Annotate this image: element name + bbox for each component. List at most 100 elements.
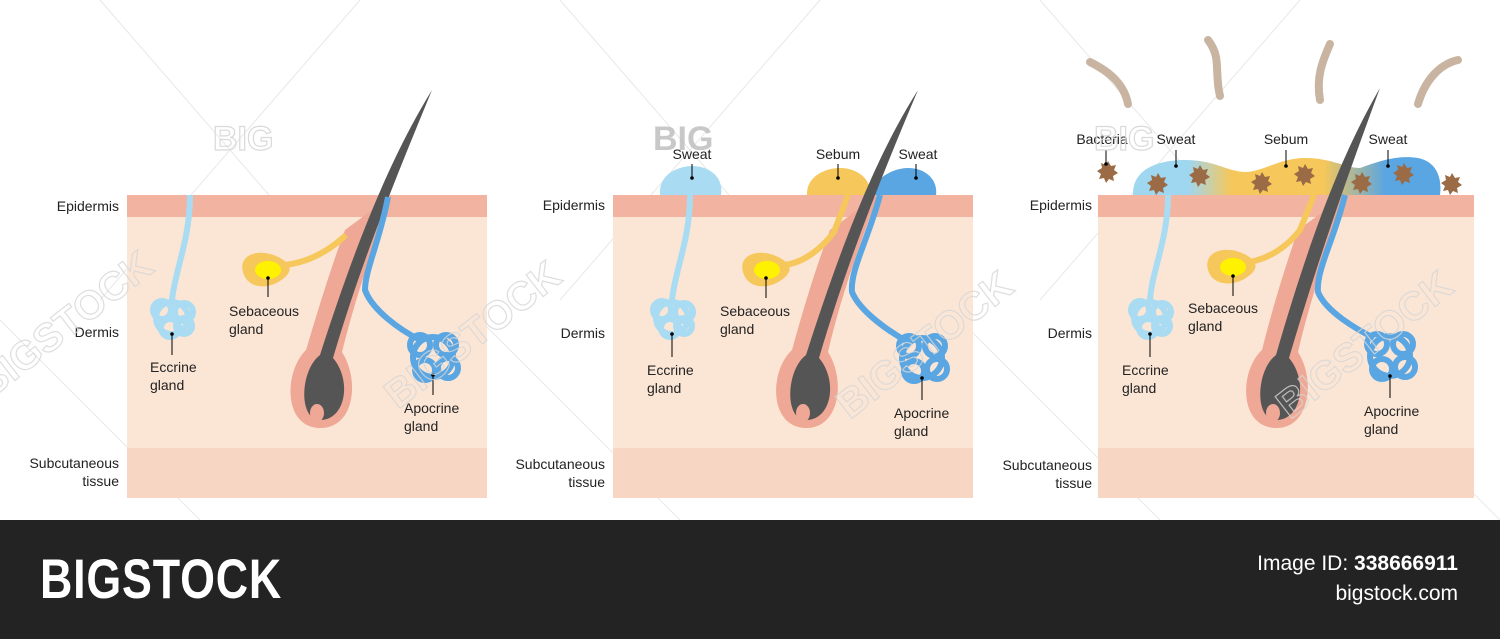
site-link[interactable]: bigstock.com [1335, 582, 1458, 605]
eccrine-duct [1147, 194, 1171, 301]
label-surface-sebum: Sebum [816, 146, 860, 162]
bacterium [1294, 164, 1315, 186]
eccrine-coil [650, 298, 696, 340]
epidermis-layer [1098, 195, 1474, 217]
leader-dot [1388, 374, 1392, 378]
label-apocrine-2: gland [1364, 421, 1398, 437]
apocrine-duct [848, 194, 910, 345]
surface-sweat-apocrine [873, 168, 937, 195]
bacterium [1441, 173, 1462, 195]
watermark-big: BIG [1094, 120, 1154, 158]
eccrine-duct [169, 194, 193, 301]
leader-dot [1284, 164, 1288, 168]
sebaceous-core [255, 261, 281, 279]
leader-dot [920, 376, 924, 380]
eccrine-coil [1128, 298, 1174, 340]
label-eccrine-2: gland [150, 377, 184, 393]
bacterium [1097, 161, 1118, 183]
label-eccrine-2: gland [647, 380, 681, 396]
leader-dot [266, 276, 270, 280]
sebaceous-duct [284, 232, 349, 268]
label-apocrine-2: gland [404, 418, 438, 434]
label-subcutaneous-2: tissue [1055, 475, 1092, 491]
label-subcutaneous-1: Subcutaneous [29, 455, 119, 471]
leader-dot [1386, 164, 1390, 168]
footer-bar: BIGSTOCK Image ID: 338666911 bigstock.co… [0, 520, 1500, 639]
apocrine-duct [1314, 194, 1376, 341]
watermark-big: BIG [213, 120, 273, 158]
eccrine-duct [669, 194, 693, 301]
leader-dot [170, 332, 174, 336]
label-apocrine-1: Apocrine [404, 400, 459, 416]
label-sebaceous-2: gland [1188, 318, 1222, 334]
label-dermis: Dermis [75, 324, 119, 340]
bacterium [1393, 163, 1414, 185]
label-subcutaneous-2: tissue [82, 473, 119, 489]
label-eccrine-1: Eccrine [647, 362, 694, 378]
hair-shaft [304, 90, 432, 420]
label-surface-sweat-1: Sweat [673, 146, 712, 162]
image-id: Image ID: 338666911 [1257, 552, 1458, 576]
sebaceous-core [1220, 258, 1246, 276]
subcutaneous-layer [613, 448, 973, 498]
label-apocrine-1: Apocrine [1364, 403, 1419, 419]
subcutaneous-layer [1098, 448, 1474, 498]
leader-dot [836, 176, 840, 180]
surface-sebum [806, 168, 871, 195]
label-dermis: Dermis [1048, 325, 1092, 341]
sebaceous-duct [784, 193, 851, 268]
label-subcutaneous-2: tissue [568, 474, 605, 490]
skin-diagram: Epidermis Dermis Subcutaneous tissue Seb… [0, 0, 1500, 521]
leader-dot [1174, 164, 1178, 168]
label-surface-sweat-1: Sweat [1157, 131, 1196, 147]
label-surface-sebum: Sebum [1264, 131, 1308, 147]
sebaceous-duct [1249, 193, 1317, 265]
leader-dot [690, 176, 694, 180]
label-sebaceous-2: gland [720, 321, 754, 337]
leader-dot [670, 332, 674, 336]
label-subcutaneous-1: Subcutaneous [515, 456, 605, 472]
label-apocrine-2: gland [894, 423, 928, 439]
apocrine-coil [1364, 331, 1418, 382]
leader-dot [1148, 332, 1152, 336]
label-eccrine-1: Eccrine [150, 359, 197, 375]
epidermis-layer [127, 195, 487, 217]
sebaceous-core [754, 261, 780, 279]
leader-dot [1104, 162, 1108, 166]
leader-dot [914, 176, 918, 180]
hair-shaft [790, 90, 918, 420]
bacterium [1189, 165, 1210, 187]
label-sebaceous-1: Sebaceous [229, 303, 299, 319]
hair-shaft [1260, 88, 1380, 420]
hair-bulb-papilla [310, 404, 324, 422]
apocrine-duct [361, 196, 422, 343]
hair-bulb-papilla [796, 404, 810, 422]
surface-sweat-eccrine [659, 166, 722, 195]
epidermis-layer [613, 195, 973, 217]
image-id-label: Image ID: [1257, 552, 1349, 575]
image-id-value: 338666911 [1354, 552, 1458, 575]
label-epidermis: Epidermis [57, 198, 119, 214]
label-surface-sweat-2: Sweat [899, 146, 938, 162]
panel-2: Sweat Sebum Sweat Epidermis Dermis Subcu… [515, 90, 973, 498]
panel-1: Epidermis Dermis Subcutaneous tissue Seb… [29, 90, 487, 498]
odor-wisps [1086, 36, 1462, 108]
label-eccrine-1: Eccrine [1122, 362, 1169, 378]
leader-dot [764, 276, 768, 280]
label-dermis: Dermis [561, 325, 605, 341]
bacterium [1351, 172, 1372, 194]
label-epidermis: Epidermis [543, 197, 605, 213]
subcutaneous-layer [127, 448, 487, 498]
label-epidermis: Epidermis [1030, 197, 1092, 213]
surface-film [1132, 157, 1441, 195]
diagram-stage: Epidermis Dermis Subcutaneous tissue Seb… [0, 0, 1500, 521]
label-apocrine-1: Apocrine [894, 405, 949, 421]
panel-3: Bacteria Sweat Sebum Sweat Epidermis Der… [1002, 36, 1474, 498]
label-eccrine-2: gland [1122, 380, 1156, 396]
brand-logo: BIGSTOCK [40, 547, 283, 610]
eccrine-coil [150, 298, 196, 340]
leader-dot [1231, 274, 1235, 278]
label-surface-sweat-2: Sweat [1369, 131, 1408, 147]
label-bacteria: Bacteria [1076, 131, 1128, 147]
label-sebaceous-2: gland [229, 321, 263, 337]
